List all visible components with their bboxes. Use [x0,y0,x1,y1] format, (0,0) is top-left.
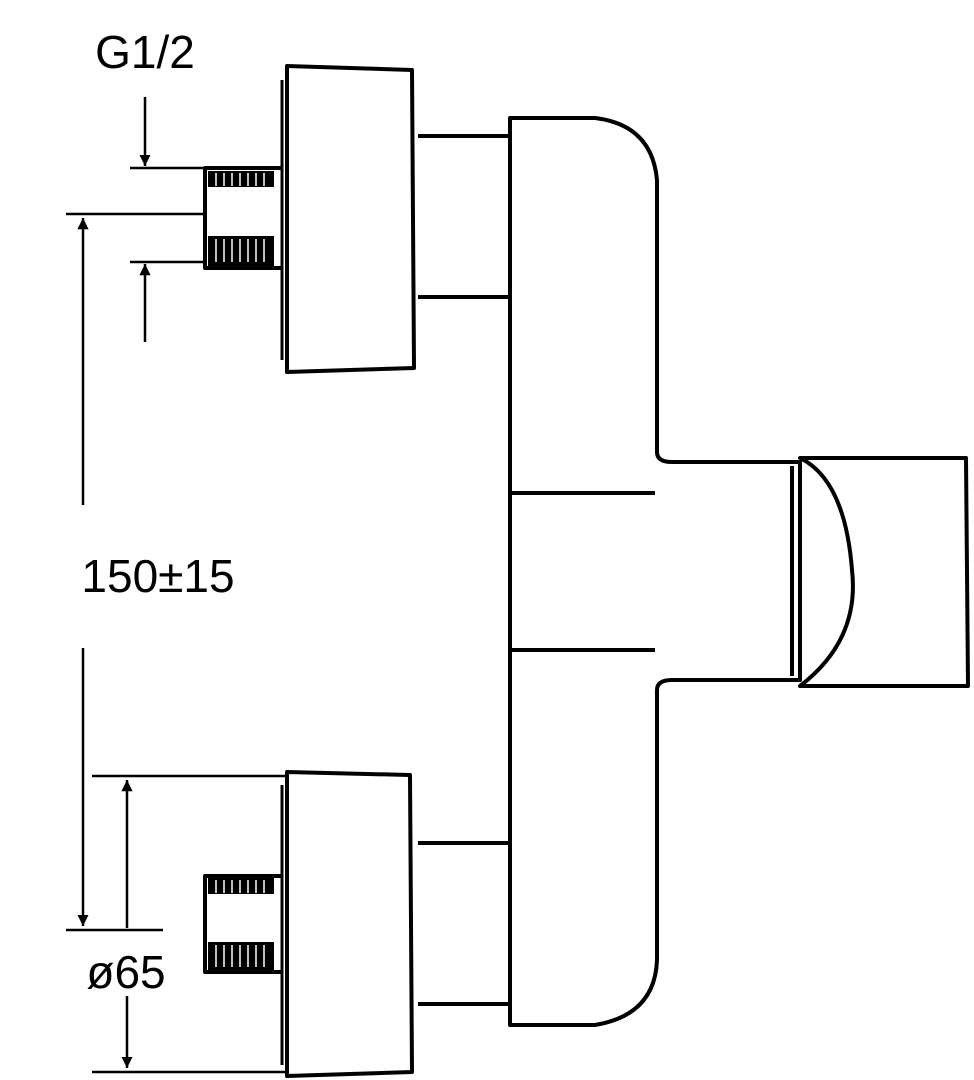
diameter-label: ø65 [86,946,165,998]
thread-label: G1/2 [95,26,195,78]
mixer-handle [790,456,970,688]
spacing-dimension [66,212,205,932]
lower-thread-hatch [215,880,265,967]
mixer-body [508,116,802,1027]
lower-connector [203,770,510,1078]
upper-connector [203,64,510,374]
upper-thread-hatch [215,173,265,262]
spacing-label: 150±15 [81,550,234,602]
thread-dimension [130,97,205,342]
diameter-dimension [92,774,287,1074]
